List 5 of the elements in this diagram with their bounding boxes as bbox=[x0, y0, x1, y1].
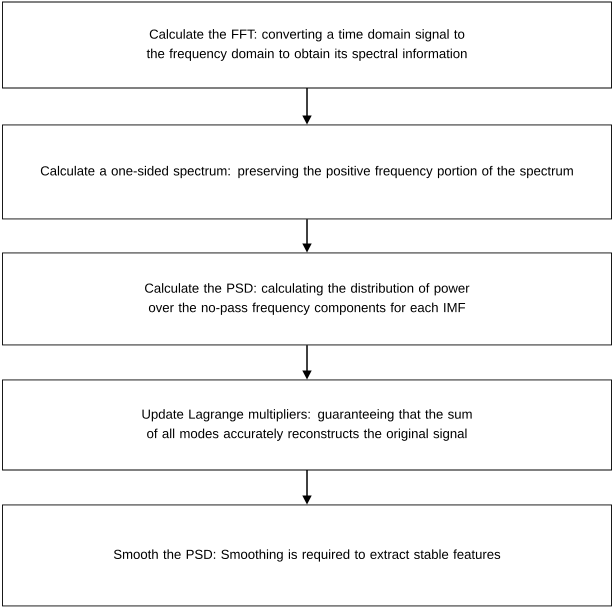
process-box: Smooth the PSD: Smoothing is required to extract stable features bbox=[2, 504, 612, 606]
process-box: Calculate the FFT: converting a time domain signal to the frequency domain to obtain its spectral information bbox=[2, 2, 612, 88]
process-box: Calculate the PSD: calculating the distribution of power over the no-pass frequency components for each IMF bbox=[2, 252, 612, 346]
process-box: Update Lagrange multipliers: guaranteeing that the sum of all modes accurately reconstructs the original signal bbox=[2, 380, 612, 470]
process-box: Calculate a one-sided spectrum: preserving the positive frequency portion of the spectrum bbox=[2, 124, 612, 220]
